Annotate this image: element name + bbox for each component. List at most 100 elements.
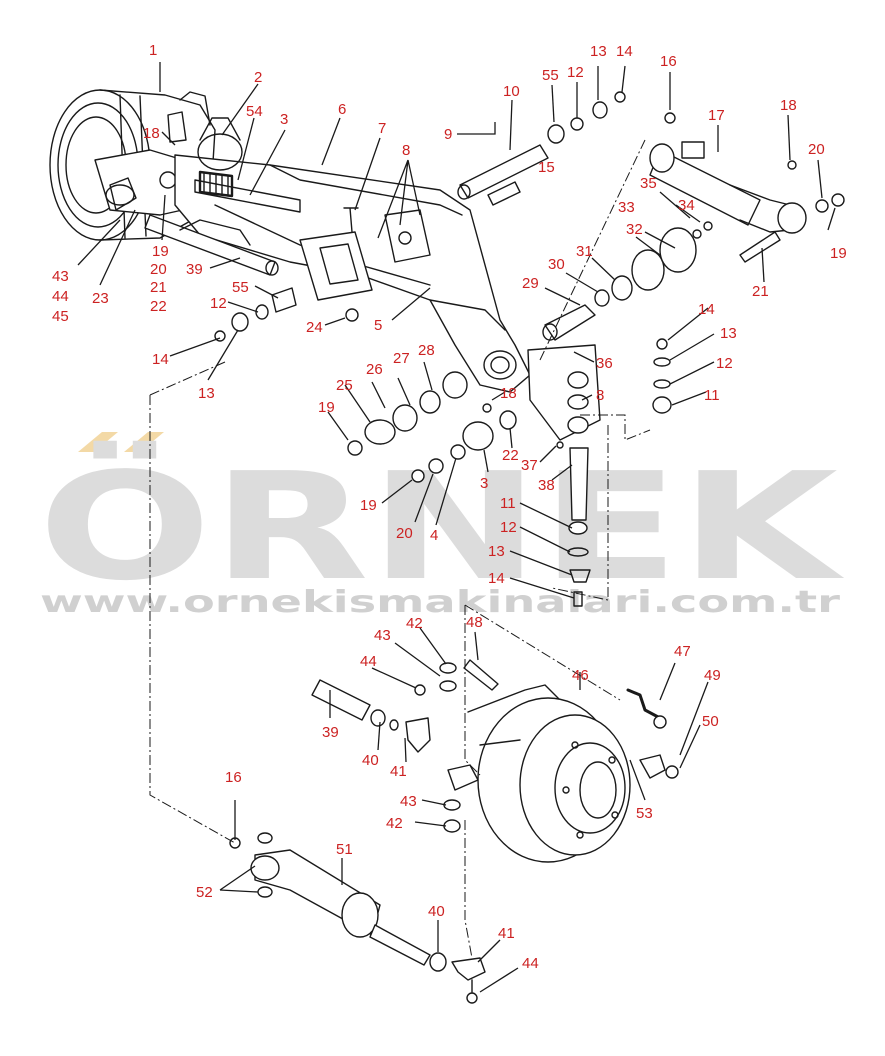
callout-7: 7 xyxy=(378,120,386,137)
callout-13d: 13 xyxy=(488,543,505,560)
callout-22b: 22 xyxy=(502,447,519,464)
watermark: ÖRNEK www.ornekismakinalari.com.tr xyxy=(38,432,845,620)
callout-51: 51 xyxy=(336,841,353,858)
callout-18: 18 xyxy=(143,125,160,142)
callout-45: 45 xyxy=(52,308,69,325)
callout-55: 55 xyxy=(232,279,249,296)
callout-3b: 3 xyxy=(480,475,488,492)
callout-22: 22 xyxy=(150,298,167,315)
callout-40b: 40 xyxy=(428,903,445,920)
trunnion-parts xyxy=(542,221,781,341)
callout-14b: 14 xyxy=(616,43,633,60)
callout-37: 37 xyxy=(521,457,538,474)
callout-26: 26 xyxy=(366,361,383,378)
callout-41b: 41 xyxy=(498,925,515,942)
callout-labels: 1 2 54 3 6 7 18 19 20 21 22 43 44 45 23 … xyxy=(52,42,847,972)
callout-43: 43 xyxy=(52,268,69,285)
callout-53: 53 xyxy=(636,805,653,822)
callout-16b: 16 xyxy=(225,769,242,786)
callout-11: 11 xyxy=(704,387,720,404)
splined-shaft xyxy=(194,117,301,213)
callout-12c: 12 xyxy=(716,355,733,372)
steering-cylinder-right xyxy=(649,112,845,234)
watermark-accent-left xyxy=(78,432,118,452)
callout-10: 10 xyxy=(503,83,520,100)
callout-12: 12 xyxy=(210,295,227,312)
callout-38: 38 xyxy=(538,477,555,494)
callout-36: 36 xyxy=(596,355,613,372)
callout-14d: 14 xyxy=(488,570,505,587)
callout-23: 23 xyxy=(92,290,109,307)
callout-43b: 43 xyxy=(374,627,391,644)
callout-13b: 13 xyxy=(590,43,607,60)
centre-bearings xyxy=(347,371,564,483)
callout-54: 54 xyxy=(246,103,263,120)
callout-11b: 11 xyxy=(500,495,516,512)
callout-44c: 44 xyxy=(522,955,539,972)
callout-41: 41 xyxy=(390,763,407,780)
callout-28: 28 xyxy=(418,342,435,359)
callout-9: 9 xyxy=(444,126,452,143)
callout-20b: 20 xyxy=(808,141,825,158)
callout-5: 5 xyxy=(374,317,382,334)
callout-29: 29 xyxy=(522,275,539,292)
assembly-guide-lines xyxy=(149,139,651,959)
callout-12d: 12 xyxy=(500,519,517,536)
leader-lines xyxy=(77,62,836,993)
callout-55b: 55 xyxy=(542,67,559,84)
line-art xyxy=(49,89,845,1004)
steering-cylinder-lower xyxy=(229,832,486,1004)
callout-12b: 12 xyxy=(567,64,584,81)
callout-50: 50 xyxy=(702,713,719,730)
callout-44b: 44 xyxy=(360,653,377,670)
watermark-url: www.ornekismakinalari.com.tr xyxy=(40,585,840,620)
callout-40: 40 xyxy=(362,752,379,769)
centre-bracket xyxy=(299,207,431,322)
tie-rod-lower xyxy=(311,662,461,833)
callout-13c: 13 xyxy=(720,325,737,342)
tie-rod-upper xyxy=(144,214,279,276)
callout-18b: 18 xyxy=(780,97,797,114)
callout-25: 25 xyxy=(336,377,353,394)
callout-19d: 19 xyxy=(360,497,377,514)
callout-2: 2 xyxy=(254,69,262,86)
callout-8b: 8 xyxy=(596,387,604,404)
callout-42: 42 xyxy=(406,615,423,632)
right-kingpin-bracket xyxy=(527,338,672,607)
callout-15: 15 xyxy=(538,159,555,176)
callout-17: 17 xyxy=(708,107,725,124)
callout-19c: 19 xyxy=(318,399,335,416)
watermark-accent-right xyxy=(124,432,164,452)
callout-39b: 39 xyxy=(322,724,339,741)
callout-32: 32 xyxy=(626,221,643,238)
callout-48: 48 xyxy=(466,614,483,631)
callout-14c: 14 xyxy=(698,301,715,318)
callout-19: 19 xyxy=(152,243,169,260)
callout-21: 21 xyxy=(150,279,167,296)
callout-1: 1 xyxy=(149,42,157,59)
callout-13: 13 xyxy=(198,385,215,402)
callout-6: 6 xyxy=(338,101,346,118)
right-wheel-hub xyxy=(447,684,631,863)
callout-35: 35 xyxy=(640,175,657,192)
callout-20c: 20 xyxy=(396,525,413,542)
callout-33: 33 xyxy=(618,199,635,216)
callout-8: 8 xyxy=(402,142,410,159)
callout-47: 47 xyxy=(674,643,691,660)
callout-14: 14 xyxy=(152,351,169,368)
right-arm-hardware xyxy=(463,659,679,779)
callout-19b: 19 xyxy=(830,245,847,262)
callout-20: 20 xyxy=(150,261,167,278)
pivot-pins xyxy=(457,91,626,206)
callout-16: 16 xyxy=(660,53,677,70)
callout-31: 31 xyxy=(576,243,593,260)
callout-43c: 43 xyxy=(400,793,417,810)
callout-39: 39 xyxy=(186,261,203,278)
callout-3: 3 xyxy=(280,111,288,128)
left-hardware xyxy=(214,287,297,342)
callout-42b: 42 xyxy=(386,815,403,832)
callout-44: 44 xyxy=(52,288,69,305)
callout-24: 24 xyxy=(306,319,323,336)
